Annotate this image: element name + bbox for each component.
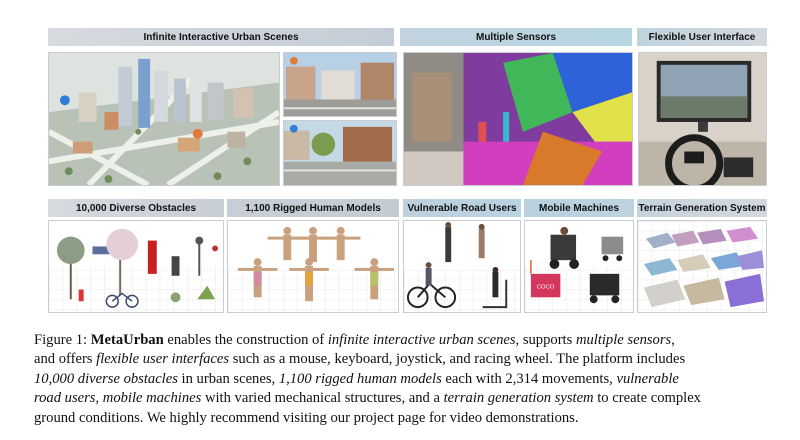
racing-wheel-interface-image	[638, 52, 767, 186]
caption-emphasis: mobile machines	[102, 390, 202, 407]
caption-emphasis: infinite interactive urban scenes	[327, 332, 516, 348]
robot-sign: COCO	[537, 285, 555, 291]
banner-diverse-obstacles: 10,000 Diverse Obstacles	[48, 199, 224, 217]
street-view-top-image	[283, 52, 397, 117]
caption-text: ,	[95, 390, 103, 407]
street-view-bottom-image	[283, 120, 397, 186]
caption-line-3: 10,000 diverse obstacles in urban scenes…	[34, 370, 770, 389]
banner-terrain-generation: Terrain Generation System	[637, 199, 767, 217]
banner-human-models: 1,100 Rigged Human Models	[227, 199, 399, 217]
caption-text: each with 2,314 movements,	[441, 370, 617, 387]
banner-diverse-obstacles-label: 10,000 Diverse Obstacles	[75, 202, 197, 214]
figure-caption: Figure 1: MetaUrban enables the construc…	[34, 331, 770, 428]
caption-line-2: and offers flexible user interfaces such…	[34, 350, 770, 369]
caption-emphasis: flexible user interfaces	[96, 351, 230, 368]
caption-text: and offers	[34, 351, 97, 368]
caption-emphasis: multiple sensors	[575, 332, 672, 348]
banner-mobile-machines-label: Mobile Machines	[538, 202, 619, 214]
banner-road-users: Vulnerable Road Users	[403, 199, 521, 217]
caption-line-5: ground conditions. We highly recommend v…	[34, 409, 770, 428]
caption-emphasis: 10,000 diverse obstacles	[34, 370, 178, 387]
figure-label: Figure 1:	[34, 332, 91, 348]
urban-scene-overview-image	[48, 52, 280, 186]
mobile-machines-image: COCO	[524, 220, 634, 313]
diverse-obstacles-image	[48, 220, 224, 313]
banner-road-users-label: Vulnerable Road Users	[407, 202, 517, 214]
banner-urban-scenes-label: Infinite Interactive Urban Scenes	[143, 31, 299, 43]
caption-text: to create complex	[593, 390, 701, 407]
caption-line-4: road users, mobile machines with varied …	[34, 389, 770, 408]
caption-emphasis: terrain generation system	[443, 390, 594, 407]
caption-text: , supports	[515, 332, 576, 348]
caption-emphasis: road users	[34, 390, 96, 407]
caption-platform-name: MetaUrban	[90, 332, 164, 348]
terrain-generation-image	[637, 220, 767, 313]
vulnerable-road-users-image	[403, 220, 521, 313]
caption-text: such as a mouse, keyboard, joystick, and…	[229, 351, 686, 368]
caption-text: with varied mechanical structures, and a	[201, 390, 444, 407]
caption-text: ,	[671, 332, 675, 348]
banner-user-interface-label: Flexible User Interface	[648, 31, 756, 43]
banner-multiple-sensors-label: Multiple Sensors	[475, 31, 556, 43]
caption-emphasis: vulnerable	[616, 370, 679, 387]
rigged-human-models-image	[227, 220, 399, 313]
banner-user-interface: Flexible User Interface	[637, 28, 767, 46]
multiple-sensors-image	[403, 52, 633, 186]
banner-human-models-label: 1,100 Rigged Human Models	[245, 202, 381, 214]
banner-mobile-machines: Mobile Machines	[524, 199, 634, 217]
caption-text: in urban scenes,	[177, 370, 279, 387]
caption-line-1: Figure 1: MetaUrban enables the construc…	[34, 331, 770, 350]
caption-text: enables the construction of	[163, 332, 328, 348]
banner-terrain-generation-label: Terrain Generation System	[638, 202, 766, 214]
banner-multiple-sensors: Multiple Sensors	[400, 28, 632, 46]
caption-emphasis: 1,100 rigged human models	[278, 370, 442, 387]
banner-urban-scenes: Infinite Interactive Urban Scenes	[48, 28, 394, 46]
caption-text: ground conditions. We highly recommend v…	[34, 409, 579, 426]
